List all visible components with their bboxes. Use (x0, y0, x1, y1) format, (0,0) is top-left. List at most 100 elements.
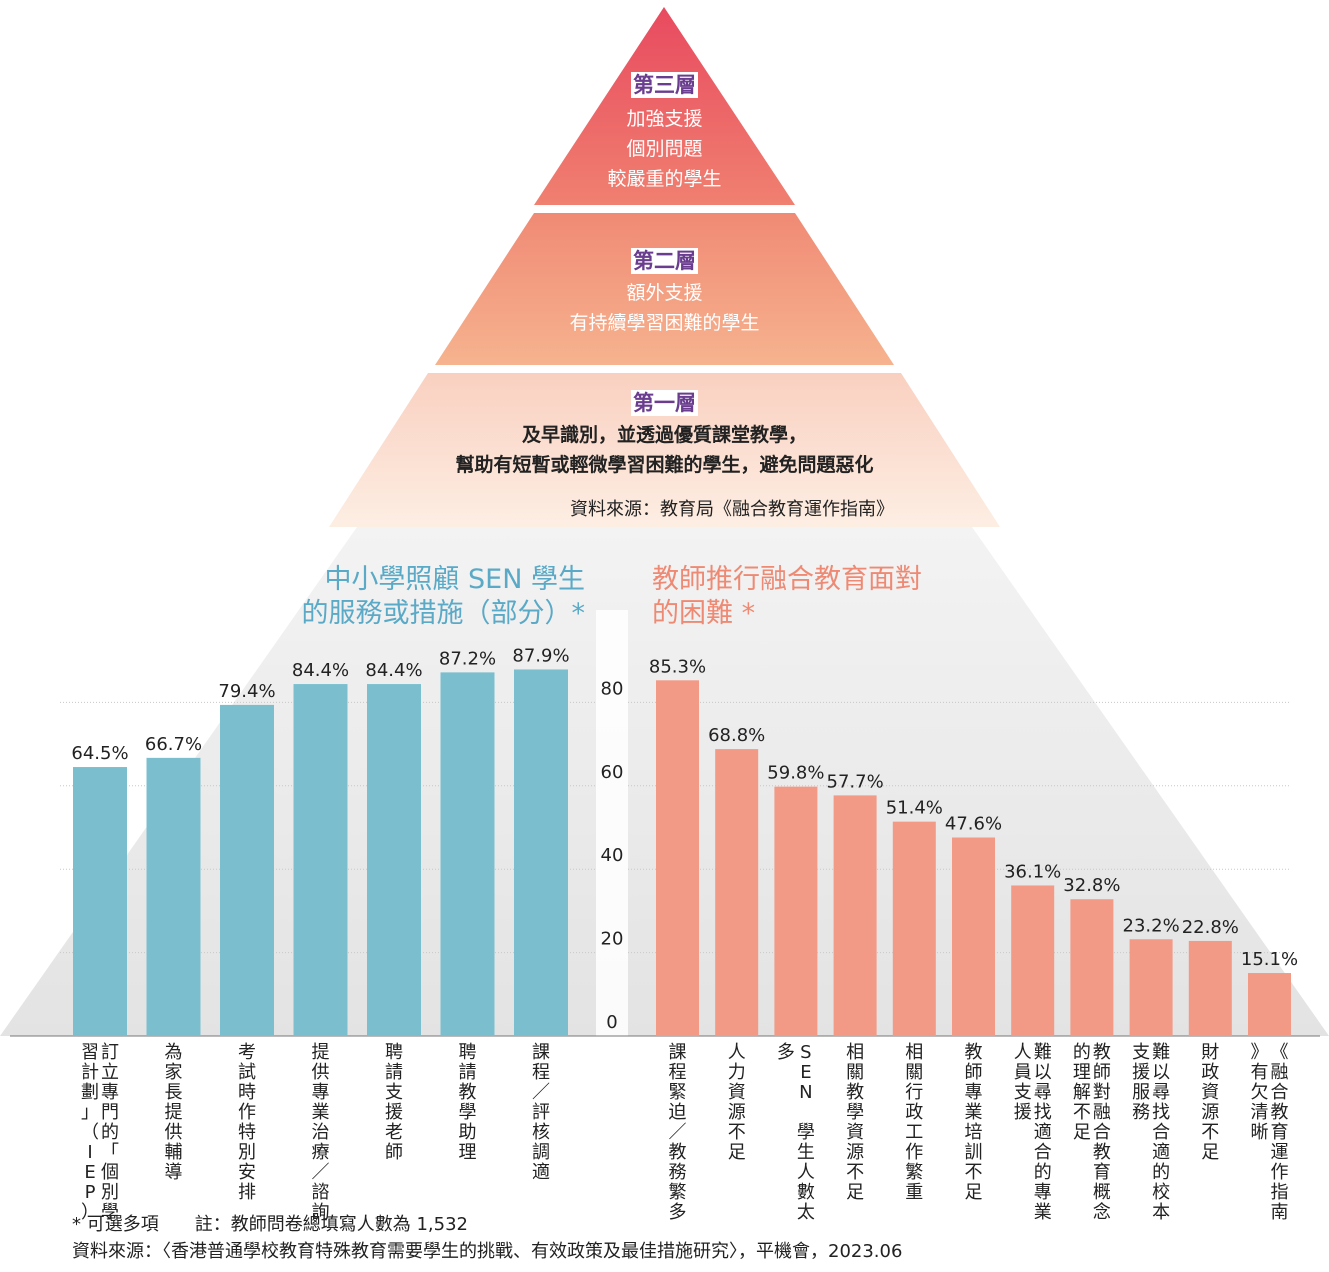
left-category-label: 聘 (385, 1042, 403, 1063)
left-category-label: 專 (101, 1082, 119, 1103)
right-category-label: 援 (1132, 1062, 1150, 1083)
tier2-title: 第二層 (631, 248, 698, 274)
right-category-label: 財 (1201, 1042, 1219, 1063)
right-category-label: 教 (965, 1042, 983, 1063)
right-category-label: 人 (797, 1162, 815, 1183)
right-category-label: 關 (905, 1062, 923, 1083)
right-category-label: 本 (1152, 1202, 1170, 1223)
footer-note: * 可選多項 註：教師問卷總填寫人數為 1,532 (72, 1214, 468, 1235)
left-category-label: 諮 (312, 1182, 330, 1203)
right-category-label: 資 (846, 1122, 864, 1143)
right-category-label: 融 (1271, 1062, 1289, 1083)
right-category-label: 指 (1271, 1182, 1289, 1203)
left-category-label: 計 (81, 1062, 99, 1083)
right-category-label: 資 (728, 1082, 746, 1103)
right-category-label: 難 (1034, 1042, 1052, 1063)
left-bar (293, 684, 348, 1036)
right-category-label: 以 (1152, 1062, 1170, 1083)
right-category-label: 工 (905, 1122, 923, 1143)
right-bar-value-label: 36.1% (1004, 861, 1061, 882)
left-bar-value-label: 87.2% (439, 648, 496, 669)
right-bar (774, 786, 818, 1036)
right-category-label: 不 (1201, 1122, 1219, 1143)
right-category-label: 有 (1251, 1062, 1269, 1083)
tier1-line: 幫助有短暫或輕微學習困難的學生，避免問題惡化 (455, 454, 874, 476)
right-category-label: 尋 (1034, 1082, 1052, 1103)
right-bar-value-label: 47.6% (945, 814, 1002, 835)
left-category-label: 供 (312, 1062, 330, 1083)
pyramid-tier2 (435, 213, 894, 365)
y-tick-label: 80 (601, 678, 624, 699)
right-category-label: 找 (1152, 1102, 1170, 1123)
left-category-label: 課 (532, 1042, 550, 1063)
left-category-label: 學 (459, 1102, 477, 1123)
right-category-label: 融 (1093, 1102, 1111, 1123)
right-category-label: 欠 (1251, 1082, 1269, 1103)
right-bar-value-label: 51.4% (886, 798, 943, 819)
left-bar (367, 684, 421, 1036)
right-category-label: 以 (1034, 1062, 1052, 1083)
right-category-label: 理 (1073, 1062, 1091, 1083)
left-category-label: 試 (238, 1062, 256, 1083)
left-category-label: （ (81, 1122, 99, 1143)
left-category-label: 」 (81, 1102, 99, 1123)
left-bar-value-label: 66.7% (145, 734, 202, 755)
tier3-line: 個別問題 (626, 138, 703, 160)
right-category-label: 學 (797, 1122, 815, 1143)
left-category-label: 詢 (312, 1202, 330, 1223)
right-category-label: 數 (797, 1182, 815, 1203)
right-category-label: 不 (728, 1122, 746, 1143)
tier1-block: 第一層 及早識別，並透過優質課堂教學， 幫助有短暫或輕微學習困難的學生，避免問題… (0, 390, 1329, 480)
left-category-label: 請 (459, 1062, 477, 1083)
left-category-label: 核 (532, 1122, 550, 1143)
right-chart-title-line: 的困難 * (652, 598, 756, 629)
right-category-label: 力 (728, 1062, 746, 1083)
left-category-label: ／ (532, 1082, 550, 1103)
right-bar (656, 680, 699, 1036)
right-category-label: 適 (1034, 1122, 1052, 1143)
left-category-label: 老 (385, 1122, 403, 1143)
left-category-label: 個 (101, 1162, 119, 1183)
left-category-label: ） (81, 1202, 99, 1223)
right-bar (1248, 973, 1291, 1036)
right-category-label: 的 (1034, 1162, 1052, 1183)
tier1-line: 及早識別，並透過優質課堂教學， (521, 424, 807, 446)
right-category-label: S (800, 1042, 811, 1063)
right-category-label: 師 (1093, 1062, 1111, 1083)
right-category-label: 》 (1251, 1042, 1269, 1063)
left-category-label: 家 (165, 1062, 183, 1083)
left-category-label: 為 (165, 1042, 183, 1063)
right-category-label: 業 (1034, 1202, 1052, 1223)
right-category-label: 源 (728, 1102, 746, 1123)
right-category-label: 《 (1271, 1042, 1289, 1063)
right-category-label: 難 (1152, 1042, 1170, 1063)
y-tick-label: 60 (601, 762, 624, 783)
right-category-label: 相 (905, 1042, 923, 1063)
right-category-label: 校 (1152, 1182, 1170, 1203)
right-category-label: 課 (669, 1042, 687, 1063)
left-chart-title-line: 的服務或措施（部分）* (301, 598, 586, 629)
right-category-label: 務 (1132, 1102, 1150, 1123)
right-category-label: 不 (846, 1162, 864, 1183)
right-category-label: 人 (728, 1042, 746, 1063)
right-category-label: 重 (905, 1182, 923, 1203)
tier2-block: 第二層 額外支援 有持續學習困難的學生 (0, 248, 1329, 338)
left-category-label: 供 (165, 1122, 183, 1143)
left-category-label: 師 (385, 1142, 403, 1163)
left-category-label: 適 (532, 1162, 550, 1183)
footer-source: 資料來源：〈香港普通學校教育特殊教育需要學生的挑戰、有效政策及最佳措施研究〉，平… (72, 1241, 903, 1262)
right-category-label: 晰 (1251, 1122, 1269, 1143)
y-tick-label: 0 (606, 1012, 617, 1033)
left-bar-value-label: 87.9% (512, 645, 569, 666)
right-category-label: 的 (1073, 1042, 1091, 1063)
tier1-title: 第一層 (631, 390, 698, 416)
left-category-label: 療 (312, 1142, 330, 1163)
left-chart-title-line: 中小學照顧 SEN 學生 (324, 564, 585, 595)
right-category-label: 培 (965, 1122, 983, 1143)
left-category-label: 的 (101, 1122, 119, 1143)
right-category-label: 繁 (669, 1182, 687, 1203)
left-category-label: 排 (238, 1182, 256, 1203)
right-category-label: 生 (797, 1142, 815, 1163)
tier2-line: 額外支援 (626, 282, 703, 304)
left-category-label: 別 (238, 1142, 256, 1163)
